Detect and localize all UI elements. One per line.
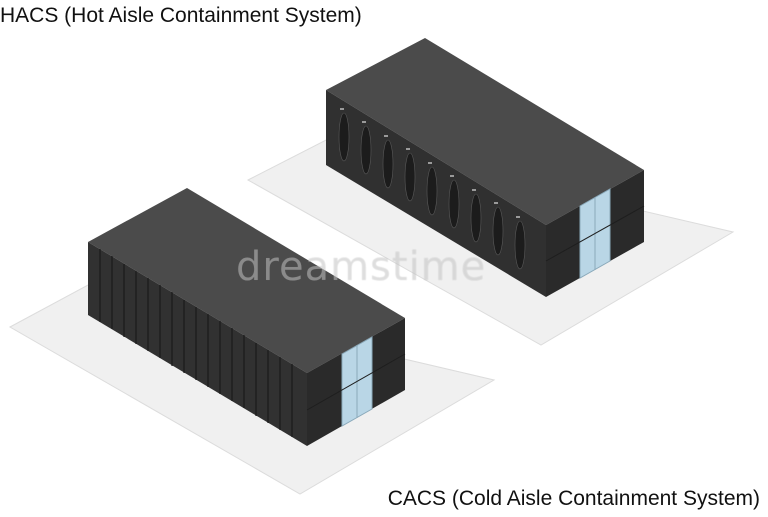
hacs-rack-vents (338, 112, 526, 270)
hacs-title: HACS (Hot Aisle Containment System) (0, 4, 362, 27)
cacs-rack-top (88, 188, 405, 373)
cacs-unit (8, 188, 496, 495)
cacs-title: CACS (Cold Aisle Containment System) (387, 487, 760, 510)
hacs-unit (246, 38, 735, 346)
cacs-rack-dividers (99, 249, 293, 437)
watermark-text: dreamstime (236, 244, 487, 290)
cacs-rack-front (88, 242, 307, 446)
hacs-rack-top (326, 38, 644, 225)
hacs-rack-indicators (340, 108, 520, 218)
